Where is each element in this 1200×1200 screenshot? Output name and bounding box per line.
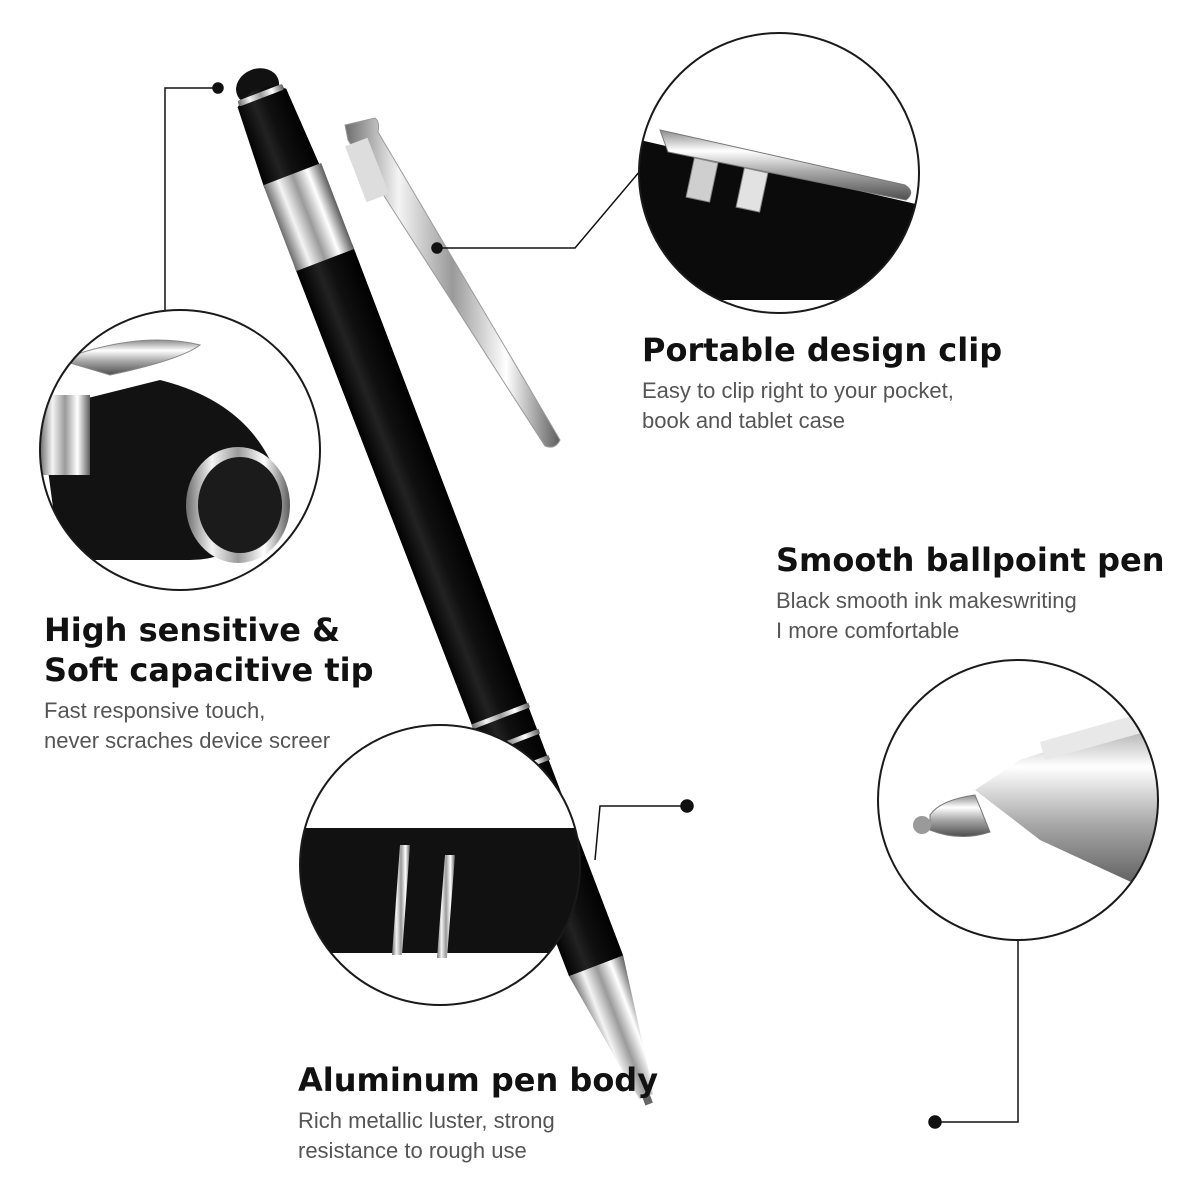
feature-body-desc-line1: Rich metallic luster, strong (298, 1108, 555, 1133)
feature-tip-desc-line1: Fast responsive touch, (44, 698, 266, 723)
feature-ballpoint-title: Smooth ballpoint pen (776, 541, 1165, 579)
tip-closeup (39, 309, 321, 591)
ballpoint-closeup (877, 659, 1159, 941)
feature-ballpoint-desc-line2: I more comfortable (776, 618, 960, 643)
pen-clip (344, 117, 561, 448)
feature-body-desc-line2: resistance to rough use (298, 1138, 527, 1163)
ball-point (641, 1093, 653, 1106)
feature-tip-title: High sensitive & Soft capacitive tip (44, 610, 464, 690)
feature-tip: High sensitive & Soft capacitive tip Fas… (44, 610, 464, 756)
barrel-top-ring (294, 243, 355, 272)
pen-cone (569, 955, 653, 1100)
body-closeup (299, 724, 581, 1006)
clip-bridge (345, 137, 389, 203)
feature-ballpoint-desc-line1: Black smooth ink makeswriting (776, 588, 1077, 613)
clip-closeup (638, 32, 920, 314)
feature-clip: Portable design clip Easy to clip right … (642, 330, 1162, 436)
feature-tip-title-line2: Soft capacitive tip (44, 651, 374, 689)
feature-ballpoint: Smooth ballpoint pen Black smooth ink ma… (776, 540, 1186, 646)
body-ring-1 (471, 702, 531, 730)
feature-tip-title-line1: High sensitive & (44, 611, 340, 649)
feature-ballpoint-desc: Black smooth ink makeswriting I more com… (776, 586, 1186, 646)
feature-clip-desc-line2: book and tablet case (642, 408, 846, 433)
feature-body: Aluminum pen body Rich metallic luster, … (298, 1060, 798, 1166)
feature-body-title: Aluminum pen body (298, 1061, 659, 1099)
chrome-section (263, 163, 355, 272)
feature-tip-desc-line2: never scraches device screer (44, 728, 331, 753)
feature-body-desc: Rich metallic luster, strong resistance … (298, 1106, 798, 1166)
feature-clip-title: Portable design clip (642, 331, 1003, 369)
callout-lines (164, 82, 1019, 1129)
cap-chrome-ring (237, 84, 284, 106)
pen-cap (237, 86, 321, 189)
feature-clip-desc-line1: Easy to clip right to your pocket, (642, 378, 954, 403)
feature-clip-desc: Easy to clip right to your pocket, book … (642, 376, 1162, 436)
feature-tip-desc: Fast responsive touch, never scraches de… (44, 696, 464, 756)
